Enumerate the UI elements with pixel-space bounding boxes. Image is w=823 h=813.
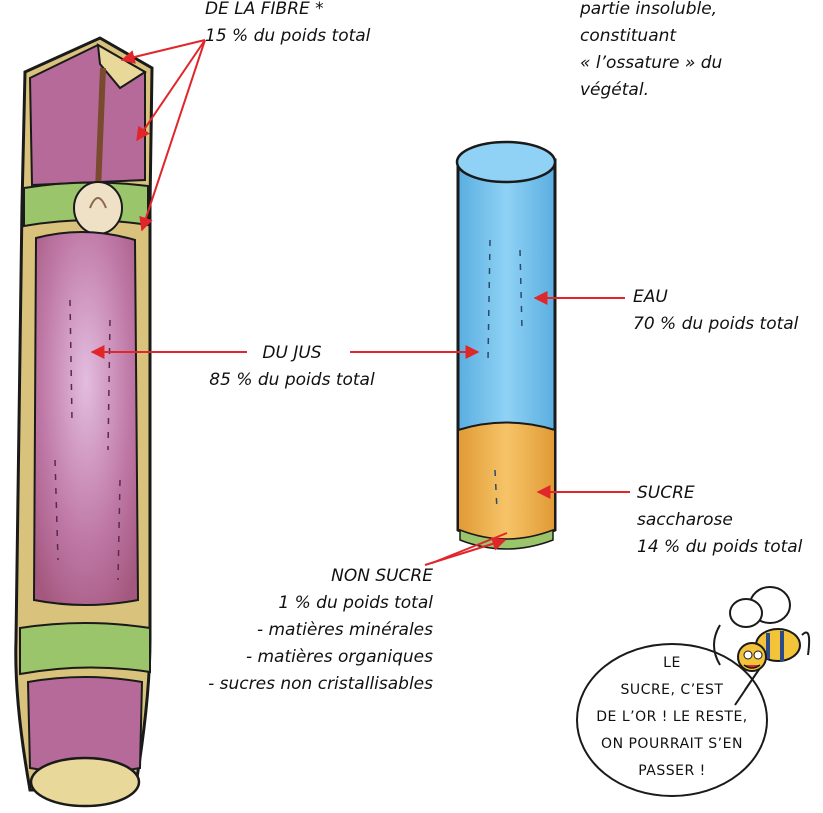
- fibre-note-line: constituant: [580, 23, 722, 50]
- bubble-line: ON POURRAIT S’EN: [577, 731, 767, 758]
- sucre-percentage: 14 % du poids total: [637, 534, 802, 561]
- bubble-line: LE: [577, 650, 767, 677]
- sucre-title: SUCRE: [637, 480, 802, 507]
- sucre-label: SUCRE saccharose 14 % du poids total: [637, 480, 802, 561]
- bubble-line: SUCRE, C’EST: [577, 677, 767, 704]
- sucre-subtitle: saccharose: [637, 507, 802, 534]
- bubble-line: DE L’OR ! LE RESTE,: [577, 704, 767, 731]
- jus-percentage: 85 % du poids total: [200, 367, 385, 394]
- fibre-label: DE LA FIBRE * 15 % du poids total: [205, 0, 370, 50]
- non-sucre-line: - matières minérales: [208, 617, 433, 644]
- fibre-note-line: partie insoluble,: [580, 0, 722, 23]
- fibre-note-line: « l’ossature » du: [580, 50, 722, 77]
- non-sucre-line: 1 % du poids total: [208, 590, 433, 617]
- eau-label: EAU 70 % du poids total: [633, 284, 798, 338]
- non-sucre-label: NON SUCRE 1 % du poids total - matières …: [208, 563, 433, 698]
- juice-cylinder-illustration: [457, 142, 555, 549]
- speech-bubble-text: LE SUCRE, C’EST DE L’OR ! LE RESTE, ON P…: [577, 650, 767, 785]
- fibre-note-line: végétal.: [580, 77, 722, 104]
- non-sucre-line: - sucres non cristallisables: [208, 671, 433, 698]
- fibre-note: partie insoluble, constituant « l’ossatu…: [580, 0, 722, 104]
- bubble-line: PASSER !: [577, 758, 767, 785]
- non-sucre-line: - matières organiques: [208, 644, 433, 671]
- jus-title: DU JUS: [200, 340, 385, 367]
- sugarcane-illustration: [16, 38, 152, 806]
- jus-label: DU JUS 85 % du poids total: [200, 340, 385, 394]
- eau-percentage: 70 % du poids total: [633, 311, 798, 338]
- fibre-title: DE LA FIBRE *: [205, 0, 370, 23]
- eau-title: EAU: [633, 284, 798, 311]
- non-sucre-title: NON SUCRE: [208, 563, 433, 590]
- fibre-percentage: 15 % du poids total: [205, 23, 370, 50]
